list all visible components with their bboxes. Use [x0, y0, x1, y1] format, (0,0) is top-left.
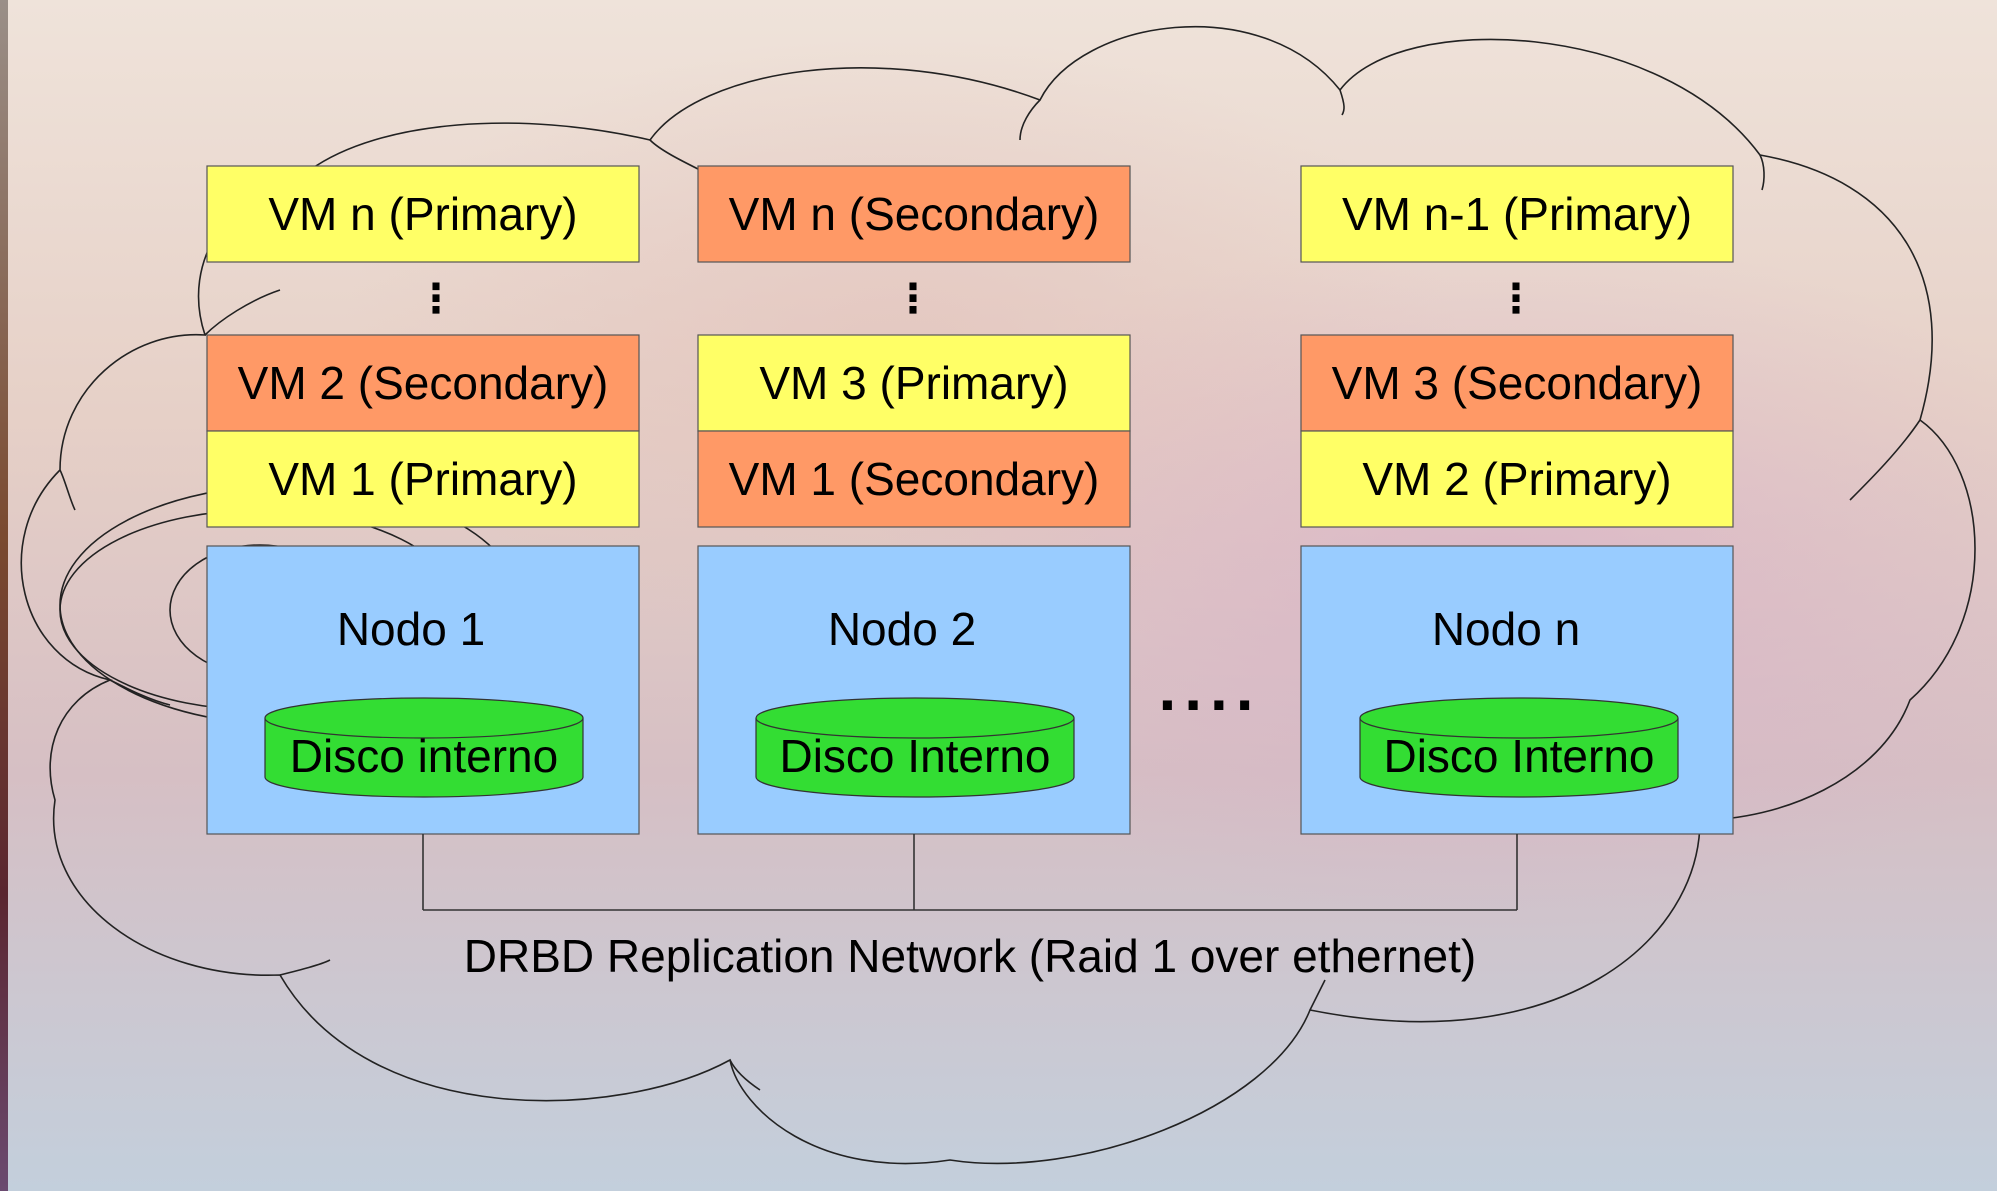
vm-label-top: VM n (Secondary) — [729, 188, 1100, 240]
node-label: Nodo n — [1432, 603, 1580, 655]
node-label: Nodo 2 — [828, 603, 976, 655]
disk-icon — [755, 697, 1075, 798]
vm-label-mid: VM 2 (Secondary) — [238, 357, 609, 409]
vm-box-mid — [1300, 334, 1734, 432]
node-label: Nodo 1 — [337, 603, 485, 655]
vm-box-mid — [206, 334, 640, 432]
network-label: DRBD Replication Network (Raid 1 over et… — [464, 930, 1476, 982]
vertical-ellipsis: ⋮ — [416, 277, 456, 321]
vm-box-top — [206, 165, 640, 263]
vm-box-bottom — [206, 430, 640, 528]
disk-icon — [1359, 697, 1679, 798]
disk-label: Disco Interno — [779, 730, 1050, 782]
vertical-ellipsis: ⋮ — [893, 277, 933, 321]
vm-box-top — [697, 165, 1131, 263]
vm-label-bottom: VM 2 (Primary) — [1362, 453, 1671, 505]
vm-box-mid — [697, 334, 1131, 432]
replication-network-lines — [422, 834, 1518, 911]
node-column-n: VM n-1 (Primary) ⋮ VM 3 (Secondary) VM 2… — [1300, 165, 1734, 835]
disk-label: Disco interno — [290, 730, 558, 782]
node-column-1: VM n (Primary) ⋮ VM 2 (Secondary) VM 1 (… — [206, 165, 640, 835]
vm-box-top — [1300, 165, 1734, 263]
disk-icon — [264, 697, 584, 798]
disk-label: Disco Interno — [1383, 730, 1654, 782]
more-nodes-ellipsis: .... — [1158, 652, 1261, 724]
vm-box-bottom — [697, 430, 1131, 528]
node-column-2: VM n (Secondary) ⋮ VM 3 (Primary) VM 1 (… — [697, 165, 1131, 835]
vm-label-mid: VM 3 (Primary) — [759, 357, 1068, 409]
window-edge-strip — [0, 0, 8, 1191]
vm-box-bottom — [1300, 430, 1734, 528]
vertical-ellipsis: ⋮ — [1496, 277, 1536, 321]
vm-label-mid: VM 3 (Secondary) — [1332, 357, 1703, 409]
vm-label-bottom: VM 1 (Primary) — [268, 453, 577, 505]
vm-label-top: VM n (Primary) — [268, 188, 577, 240]
vm-label-top: VM n-1 (Primary) — [1342, 188, 1692, 240]
vm-label-bottom: VM 1 (Secondary) — [729, 453, 1100, 505]
